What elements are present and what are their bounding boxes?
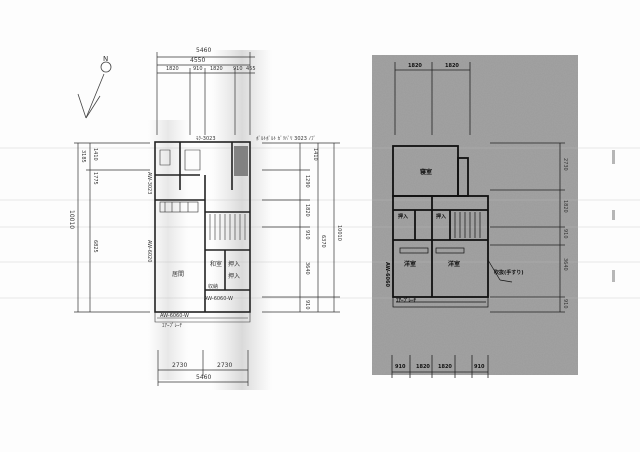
ground-floor-dimensions bbox=[74, 52, 340, 386]
uf-closet-right: 押入 bbox=[436, 214, 447, 220]
uf-room-western-2: 洋室 bbox=[448, 261, 461, 268]
gf-top-subtotal: 4550 bbox=[190, 57, 206, 64]
gf-room-closet-1: 押入 bbox=[228, 261, 241, 268]
uf-right-sec-4: 3640 bbox=[562, 258, 568, 271]
gf-note-bottom-window-1: AW-6060-W bbox=[204, 296, 233, 302]
upper-floor-plan bbox=[392, 145, 489, 298]
uf-note-balcony: ｴｱｰﾌﾟﾚｰﾁ bbox=[396, 298, 417, 304]
uf-bottom-seg-4: 910 bbox=[474, 364, 485, 370]
gf-top-seg-1: 1820 bbox=[166, 66, 179, 72]
gf-left-sec-4: 6825 bbox=[92, 240, 98, 253]
gf-top-seg-2: 910 bbox=[193, 66, 203, 72]
gf-note-left-lower: AW-6020 bbox=[146, 240, 152, 263]
gf-left-total: 10010 bbox=[68, 210, 75, 230]
copy-band-1 bbox=[212, 50, 272, 390]
uf-right-sec-1: 2730 bbox=[562, 158, 568, 171]
north-label: N bbox=[103, 55, 109, 63]
gf-note-bottom-window-2: AW-6060-W bbox=[160, 313, 189, 319]
gf-bottom-total: 5460 bbox=[196, 374, 212, 381]
uf-bottom-seg-2: 1820 bbox=[416, 364, 430, 370]
gf-top-total: 5460 bbox=[196, 47, 212, 54]
gf-top-seg-3: 1820 bbox=[210, 66, 223, 72]
gf-note-porch: ｴｱｰﾌﾟﾚｰﾁ bbox=[162, 323, 183, 329]
gf-room-closet-2: 押入 bbox=[228, 273, 241, 280]
gf-left-sec-1: 3185 bbox=[80, 150, 86, 163]
upper-floor-dimensions bbox=[391, 62, 565, 378]
gf-right-sec-5: 6370 bbox=[320, 235, 326, 248]
copier-marks bbox=[612, 150, 615, 282]
gf-bottom-seg-2: 2730 bbox=[217, 362, 233, 369]
uf-bottom-seg-1: 910 bbox=[395, 364, 406, 370]
uf-bottom-seg-3: 1820 bbox=[438, 364, 452, 370]
gf-note-top: ﾓｸ-3023 bbox=[196, 136, 216, 142]
gf-room-storage: 収納 bbox=[208, 284, 219, 290]
uf-room-western-1: 洋室 bbox=[404, 261, 417, 268]
gf-right-sec-7: 910 bbox=[304, 300, 310, 310]
gf-room-living: 居間 bbox=[172, 271, 185, 278]
uf-top-seg-1: 1820 bbox=[408, 63, 422, 69]
gf-top-seg-4: 910 bbox=[233, 66, 243, 72]
gf-right-total: 10010 bbox=[336, 225, 342, 241]
gf-right-sec-4: 910 bbox=[304, 230, 310, 240]
gf-note-left-window: AW-3023 bbox=[146, 172, 152, 195]
ground-floor-details bbox=[154, 146, 251, 323]
gf-room-japanese: 和室 bbox=[210, 261, 223, 268]
copy-band-2 bbox=[148, 120, 188, 380]
gf-top-seg-5: 455 bbox=[246, 66, 256, 72]
gf-left-sec-3: 1775 bbox=[92, 172, 98, 185]
ground-floor-plan bbox=[154, 141, 251, 313]
gf-right-sec-3: 1820 bbox=[304, 204, 310, 217]
upper-floor-details bbox=[392, 212, 513, 308]
uf-right-sec-5: 910 bbox=[562, 299, 568, 309]
uf-top-seg-2: 1820 bbox=[445, 63, 459, 69]
uf-right-sec-2: 1820 bbox=[562, 200, 568, 213]
gf-left-sec-2: 1410 bbox=[92, 148, 98, 161]
gf-note-top-right: ﾎﾞﾙﾄﾎﾞﾙﾄ ｶﾞﾘﾊﾞﾘ 3023 ﾉﾌﾞ bbox=[256, 136, 316, 142]
gf-right-sec-2: 1290 bbox=[304, 175, 310, 188]
north-arrow bbox=[77, 61, 112, 119]
gf-right-sec-6: 3640 bbox=[304, 262, 310, 275]
uf-right-sec-3: 910 bbox=[562, 229, 568, 239]
uf-closet-left: 押入 bbox=[398, 214, 409, 220]
uf-note-window: AW-6060 bbox=[384, 262, 390, 287]
uf-note-hand: 吹抜(手すり) bbox=[494, 270, 524, 276]
gf-right-sec-1: 1410 bbox=[312, 148, 318, 161]
uf-room-bedroom: 寝室 bbox=[420, 169, 433, 176]
gf-bottom-seg-1: 2730 bbox=[172, 362, 188, 369]
